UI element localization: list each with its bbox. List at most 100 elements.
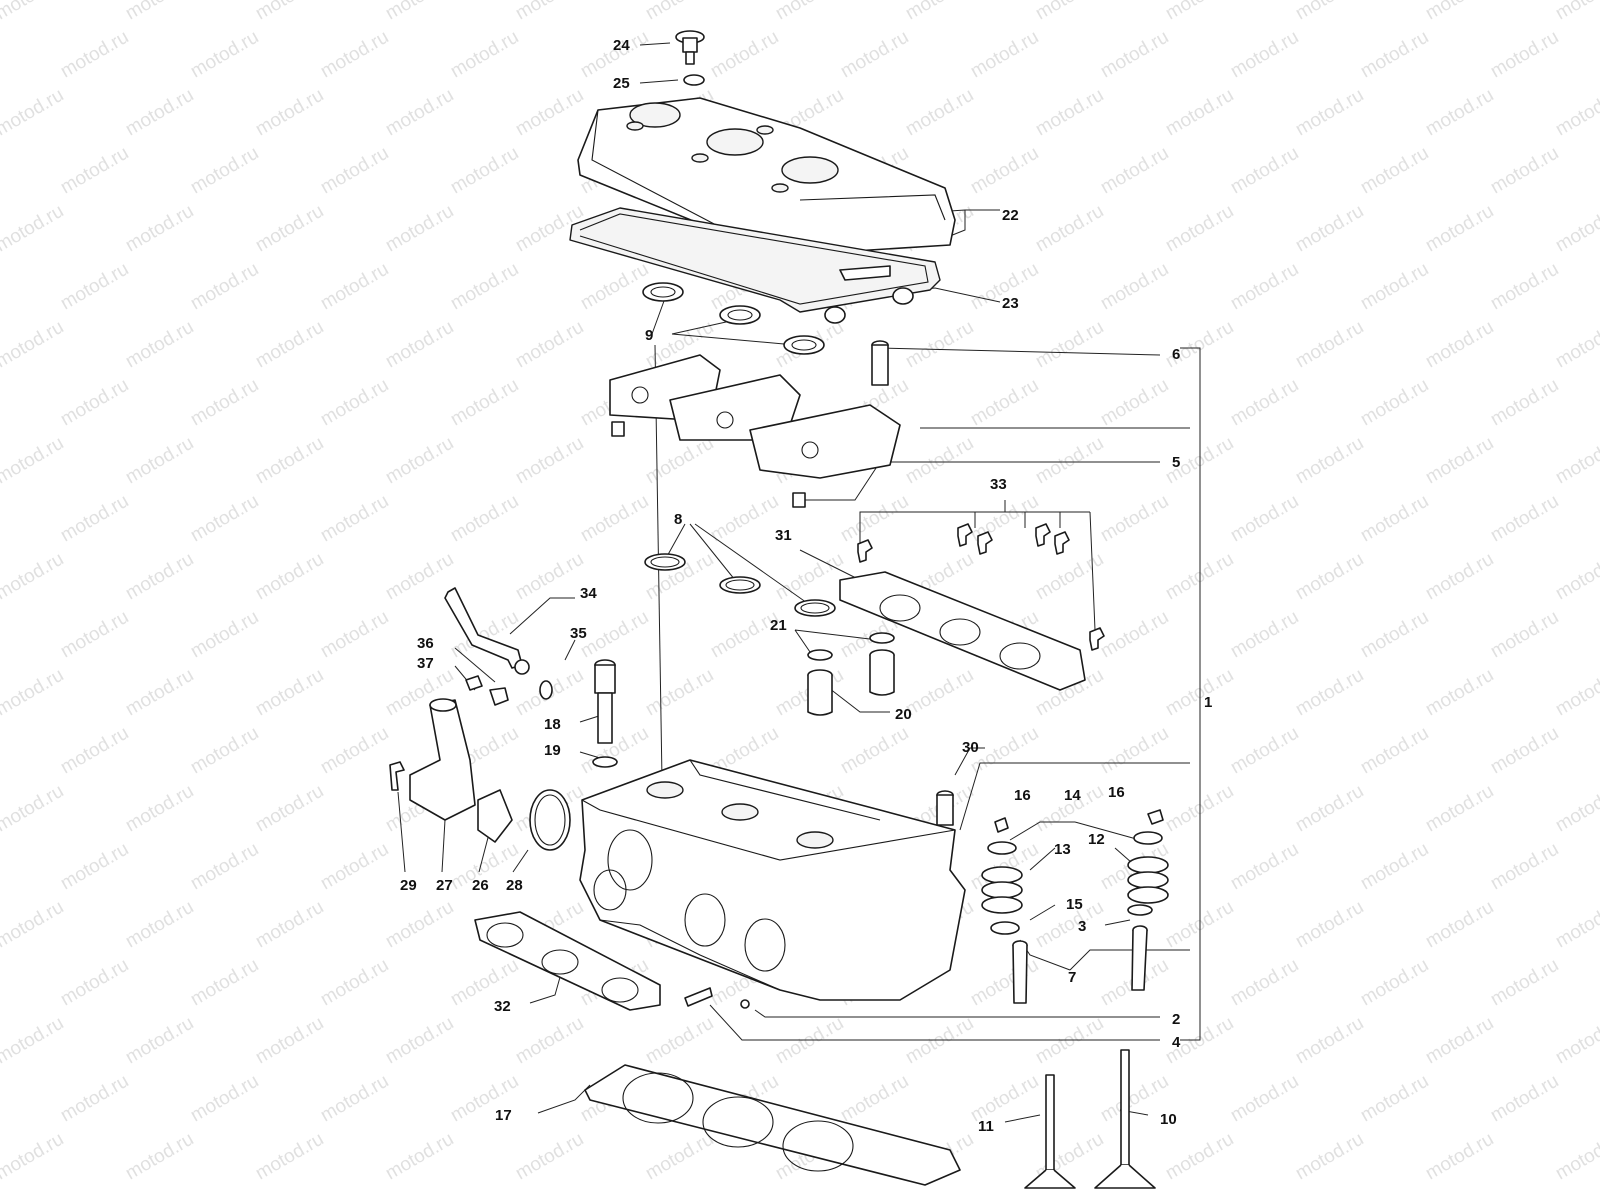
- label-2: 2: [1172, 1011, 1180, 1028]
- watermark-text: motod.ru: [577, 607, 652, 663]
- watermark-text: motod.ru: [382, 897, 457, 953]
- watermark-text: motod.ru: [512, 549, 587, 605]
- watermark-text: motod.ru: [1357, 1071, 1432, 1127]
- watermark-text: motod.ru: [1357, 723, 1432, 779]
- watermark-text: motod.ru: [1422, 85, 1497, 141]
- watermark-text: motod.ru: [1292, 1013, 1367, 1069]
- watermark-text: motod.ru: [1357, 607, 1432, 663]
- watermark-text: motod.ru: [1357, 839, 1432, 895]
- watermark-text: motod.ru: [382, 85, 457, 141]
- watermark-text: motod.ru: [447, 491, 522, 547]
- watermark-text: motod.ru: [57, 27, 132, 83]
- watermark-text: motod.ru: [57, 955, 132, 1011]
- watermark-text: motod.ru: [187, 491, 262, 547]
- watermark-text: motod.ru: [187, 607, 262, 663]
- watermark-text: motod.ru: [252, 897, 327, 953]
- watermark-text: motod.ru: [772, 0, 847, 24]
- retainer-14: [987, 841, 1017, 855]
- watermark-text: motod.ru: [1162, 0, 1237, 24]
- watermark-text: motod.ru: [1227, 491, 1302, 547]
- watermark-text: motod.ru: [1422, 1013, 1497, 1069]
- watermark-text: motod.ru: [512, 0, 587, 24]
- watermark-text: motod.ru: [57, 259, 132, 315]
- watermark-text: motod.ru: [1487, 839, 1562, 895]
- watermark-text: motod.ru: [57, 491, 132, 547]
- label-9: 9: [645, 327, 653, 344]
- watermark-text: motod.ru: [1292, 317, 1367, 373]
- watermark-text: motod.ru: [1032, 85, 1107, 141]
- watermark-text: motod.ru: [1032, 0, 1107, 24]
- watermark-text: motod.ru: [837, 491, 912, 547]
- watermark-text: motod.ru: [1227, 259, 1302, 315]
- watermark-text: motod.ru: [902, 0, 977, 24]
- valve-guides-7: [1012, 925, 1148, 1004]
- watermark-text: motod.ru: [1422, 549, 1497, 605]
- intake-gasket-32: [474, 911, 661, 1011]
- label-8: 8: [674, 511, 682, 528]
- watermark-text: motod.ru: [967, 955, 1042, 1011]
- watermark-text: motod.ru: [317, 491, 392, 547]
- watermark-text: motod.ru: [0, 0, 67, 24]
- manifold-gasket-31: [839, 571, 1086, 691]
- watermark-text: motod.ru: [967, 375, 1042, 431]
- water-outlet-27: [409, 699, 476, 821]
- watermark-text: motod.ru: [1487, 955, 1562, 1011]
- watermark-text: motod.ru: [252, 433, 327, 489]
- collets-16-left: [994, 817, 1009, 833]
- watermark-text: motod.ru: [1422, 897, 1497, 953]
- watermark-text: motod.ru: [122, 549, 197, 605]
- watermark-text: motod.ru: [252, 201, 327, 257]
- bolts-33: [857, 523, 1105, 651]
- label-33: 33: [990, 476, 1007, 493]
- watermark-text: motod.ru: [642, 1013, 717, 1069]
- label-19: 19: [544, 742, 561, 759]
- watermark-text: motod.ru: [1292, 433, 1367, 489]
- watermark-text: motod.ru: [1552, 433, 1600, 489]
- washer-19: [592, 756, 618, 768]
- watermark-text: motod.ru: [967, 143, 1042, 199]
- stud-30: [936, 790, 954, 826]
- watermark-text: motod.ru: [902, 433, 977, 489]
- watermark-text: motod.ru: [122, 317, 197, 373]
- watermark-text: motod.ru: [317, 607, 392, 663]
- sleeves-20: [807, 649, 895, 716]
- watermark-text: motod.ru: [1552, 781, 1600, 837]
- watermark-text: motod.ru: [1292, 201, 1367, 257]
- watermark-text: motod.ru: [902, 85, 977, 141]
- watermark-text: motod.ru: [1097, 259, 1172, 315]
- label-26: 26: [472, 877, 489, 894]
- watermark-text: motod.ru: [252, 1129, 327, 1185]
- watermark-text: motod.ru: [707, 27, 782, 83]
- watermark-text: motod.ru: [1357, 491, 1432, 547]
- watermark-text: motod.ru: [122, 1129, 197, 1185]
- watermark-text: motod.ru: [57, 143, 132, 199]
- watermark-text: motod.ru: [1292, 0, 1367, 24]
- watermark-text: motod.ru: [1032, 549, 1107, 605]
- watermark-text: motod.ru: [1422, 781, 1497, 837]
- watermark-text: motod.ru: [772, 549, 847, 605]
- watermark-text: motod.ru: [1227, 607, 1302, 663]
- watermark-text: motod.ru: [122, 897, 197, 953]
- seat-15: [990, 921, 1020, 935]
- leader-lines: [397, 42, 1201, 1123]
- label-3: 3: [1078, 918, 1086, 935]
- watermark-text: motod.ru: [1097, 491, 1172, 547]
- watermark-text: motod.ru: [187, 839, 262, 895]
- watermark-text: motod.ru: [122, 85, 197, 141]
- watermark-text: motod.ru: [252, 85, 327, 141]
- watermark-text: motod.ru: [252, 317, 327, 373]
- watermark-text: motod.ru: [122, 665, 197, 721]
- watermark-text: motod.ru: [1292, 665, 1367, 721]
- label-29: 29: [400, 877, 417, 894]
- watermark-text: motod.ru: [1552, 665, 1600, 721]
- watermark-text: motod.ru: [512, 85, 587, 141]
- watermark-text: motod.ru: [642, 1129, 717, 1185]
- watermark-text: motod.ru: [1097, 143, 1172, 199]
- watermark-text: motod.ru: [0, 665, 67, 721]
- watermark-text: motod.ru: [187, 143, 262, 199]
- dowel-4: [684, 987, 713, 1007]
- collets-16-right: [1147, 809, 1164, 825]
- bolt-29: [389, 761, 405, 791]
- watermark-text: motod.ru: [0, 85, 67, 141]
